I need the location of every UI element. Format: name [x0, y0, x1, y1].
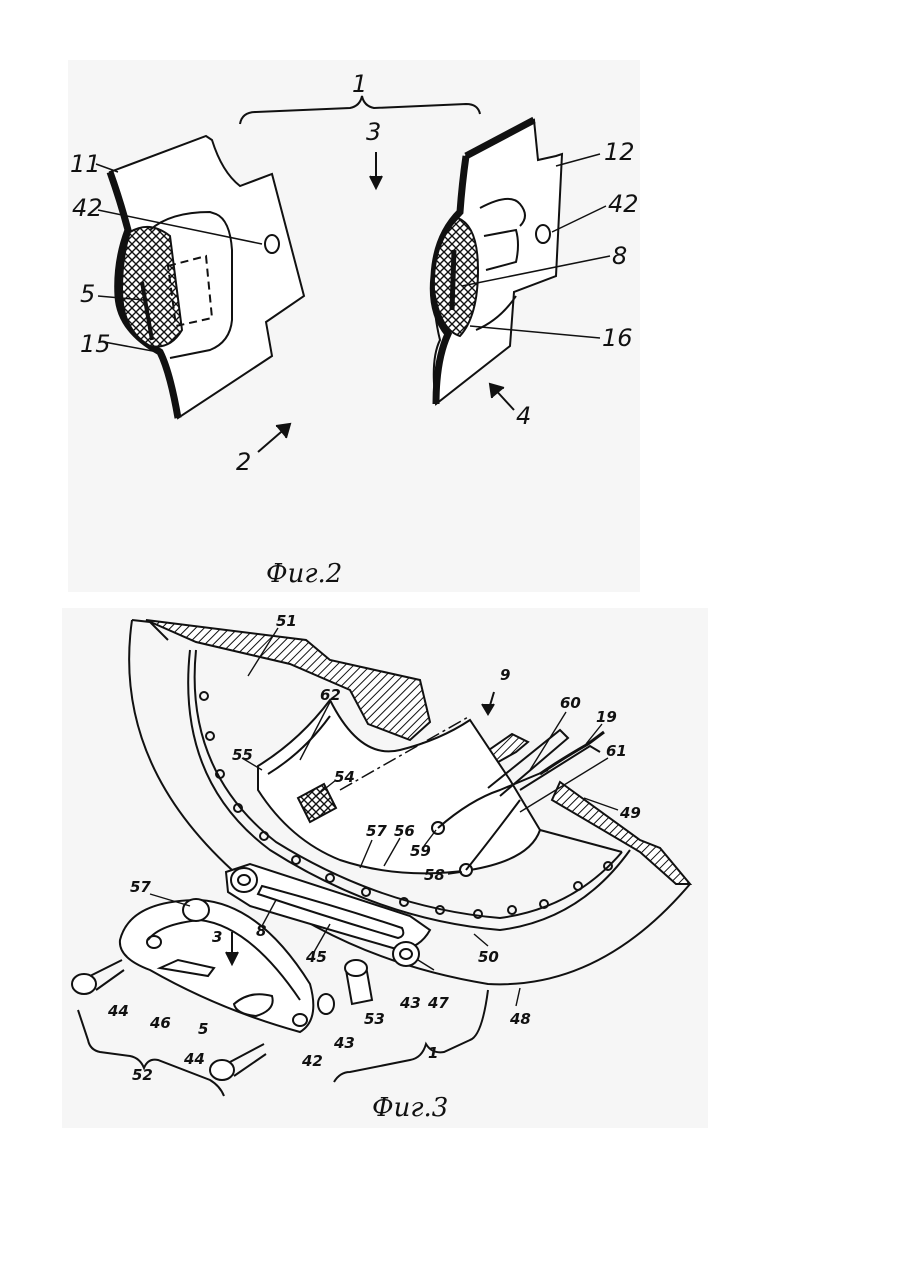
- label-16: 16: [602, 324, 633, 352]
- label-57-left: 57: [130, 878, 151, 896]
- seal-46: [120, 900, 313, 1032]
- label-8: 8: [612, 242, 627, 270]
- left-part-11: [110, 136, 304, 418]
- label-49: 49: [619, 804, 641, 822]
- label-42-right: 42: [608, 190, 639, 218]
- figure-3-caption: Фиг.3: [372, 1093, 448, 1123]
- label-3: 3: [366, 118, 381, 146]
- right-part-12: [433, 120, 562, 404]
- label-43-right: 43: [399, 994, 421, 1012]
- label-54: 54: [334, 768, 355, 786]
- label-46: 46: [149, 1014, 171, 1032]
- label-60: 60: [560, 694, 581, 712]
- label-56: 56: [394, 822, 415, 840]
- label-4: 4: [516, 402, 531, 430]
- screw-44-bottom: [210, 1044, 266, 1080]
- label-59: 59: [410, 842, 431, 860]
- label-42-fig3: 42: [301, 1052, 323, 1070]
- arrow-3: [370, 152, 382, 188]
- label-62: 62: [320, 686, 341, 704]
- label-5-fig3: 5: [198, 1020, 208, 1038]
- figure-2-caption: Фиг.2: [266, 559, 342, 589]
- screw-44-left: [72, 960, 124, 994]
- label-52: 52: [132, 1066, 153, 1084]
- label-48: 48: [509, 1010, 531, 1028]
- label-1-fig3: 1: [428, 1044, 438, 1062]
- label-44-bottom: 44: [183, 1050, 205, 1068]
- label-19: 19: [596, 708, 617, 726]
- label-42-left: 42: [72, 194, 103, 222]
- arrow-2: [258, 424, 290, 452]
- label-44-left: 44: [107, 1002, 129, 1020]
- label-3-fig3: 3: [212, 928, 222, 946]
- label-47: 47: [427, 994, 449, 1012]
- label-55: 55: [232, 746, 253, 764]
- label-1: 1: [352, 70, 367, 98]
- label-45: 45: [305, 948, 327, 966]
- label-9: 9: [500, 666, 510, 684]
- label-2: 2: [236, 448, 251, 476]
- label-5: 5: [80, 280, 95, 308]
- label-58: 58: [424, 866, 445, 884]
- label-51: 51: [276, 612, 297, 630]
- label-15: 15: [80, 330, 111, 358]
- brace-1: [240, 96, 480, 124]
- label-53: 53: [364, 1010, 385, 1028]
- arrow-4: [490, 384, 514, 410]
- label-43-bottom: 43: [333, 1034, 355, 1052]
- label-61: 61: [606, 742, 627, 760]
- label-11: 11: [70, 150, 101, 178]
- label-8-fig3: 8: [256, 922, 266, 940]
- label-50: 50: [478, 948, 499, 966]
- label-12: 12: [604, 138, 635, 166]
- figure-2: [96, 96, 610, 452]
- label-57-top: 57: [366, 822, 387, 840]
